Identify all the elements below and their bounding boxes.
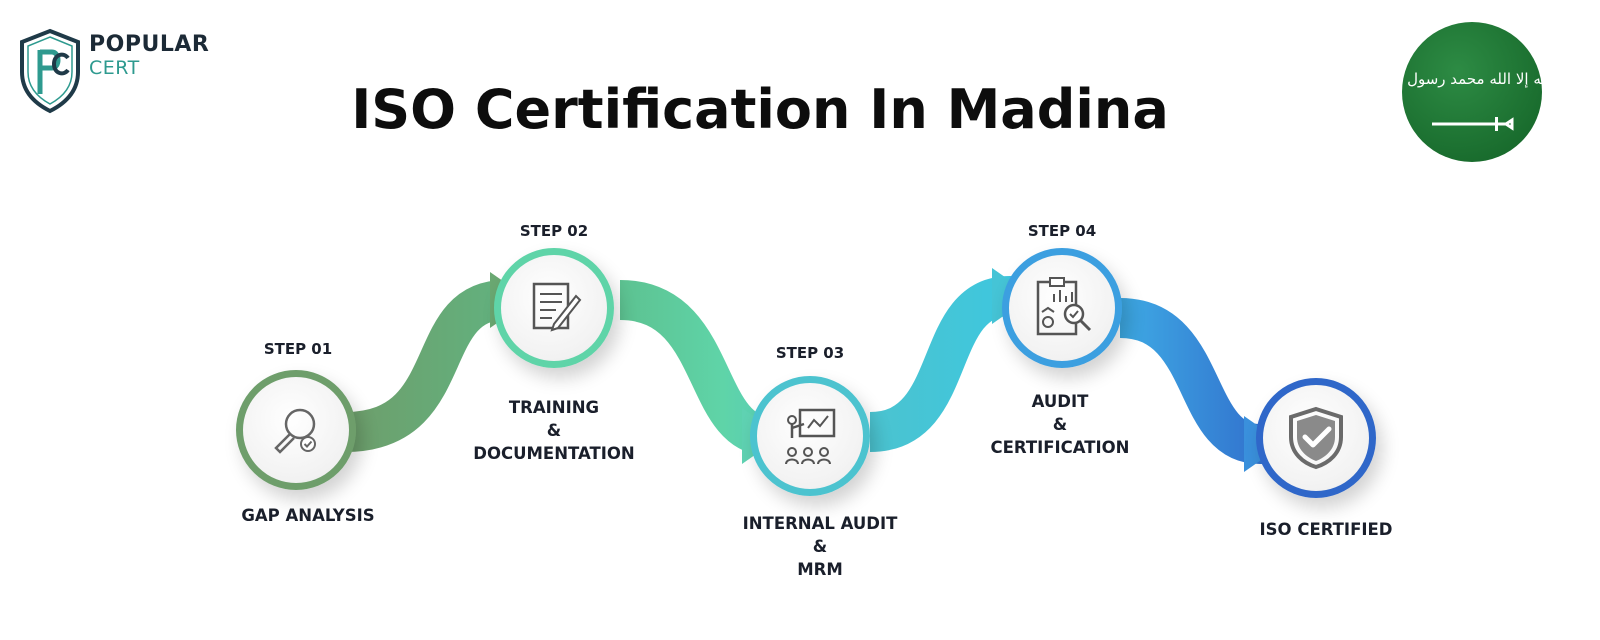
step-3-name: INTERNAL AUDIT & MRM <box>742 514 898 579</box>
flag-script-text: لا إله إلا الله محمد رسول الله <box>1400 70 1544 88</box>
popularcert-logo: POPULAR CERT <box>18 26 210 118</box>
document-pen-icon <box>532 282 582 332</box>
step-2-name: TRAINING & DOCUMENTATION <box>473 398 635 463</box>
step-5-node <box>1256 378 1376 498</box>
saudi-flag-badge: لا إله إلا الله محمد رسول الله <box>1381 20 1563 164</box>
step-4-name: AUDIT & CERTIFICATION <box>990 392 1130 457</box>
step-1-label: STEP 01 <box>263 340 333 358</box>
shield-check-icon <box>1289 406 1343 470</box>
step-1-name: GAP ANALYSIS <box>241 506 375 525</box>
step-3-label: STEP 03 <box>775 344 845 362</box>
flag-icon: لا إله إلا الله محمد رسول الله <box>1381 22 1563 162</box>
logo-text-popular: POPULAR <box>89 32 210 57</box>
shield-logo-icon <box>20 28 80 114</box>
page-title: ISO Certification In Madina <box>351 78 1169 141</box>
step-4-node <box>1002 248 1122 368</box>
magnifier-check-icon <box>274 408 316 454</box>
step-4-label: STEP 04 <box>1027 222 1097 240</box>
presentation-icon <box>785 408 836 465</box>
ribbon-path <box>344 276 1290 464</box>
step-5-name: ISO CERTIFIED <box>1259 520 1393 539</box>
step-3-node <box>750 376 870 496</box>
report-analysis-icon <box>1036 277 1092 336</box>
step-2-node <box>494 248 614 368</box>
step-2-label: STEP 02 <box>519 222 589 240</box>
step-1-node <box>236 370 356 490</box>
logo-text-cert: CERT <box>89 57 140 79</box>
